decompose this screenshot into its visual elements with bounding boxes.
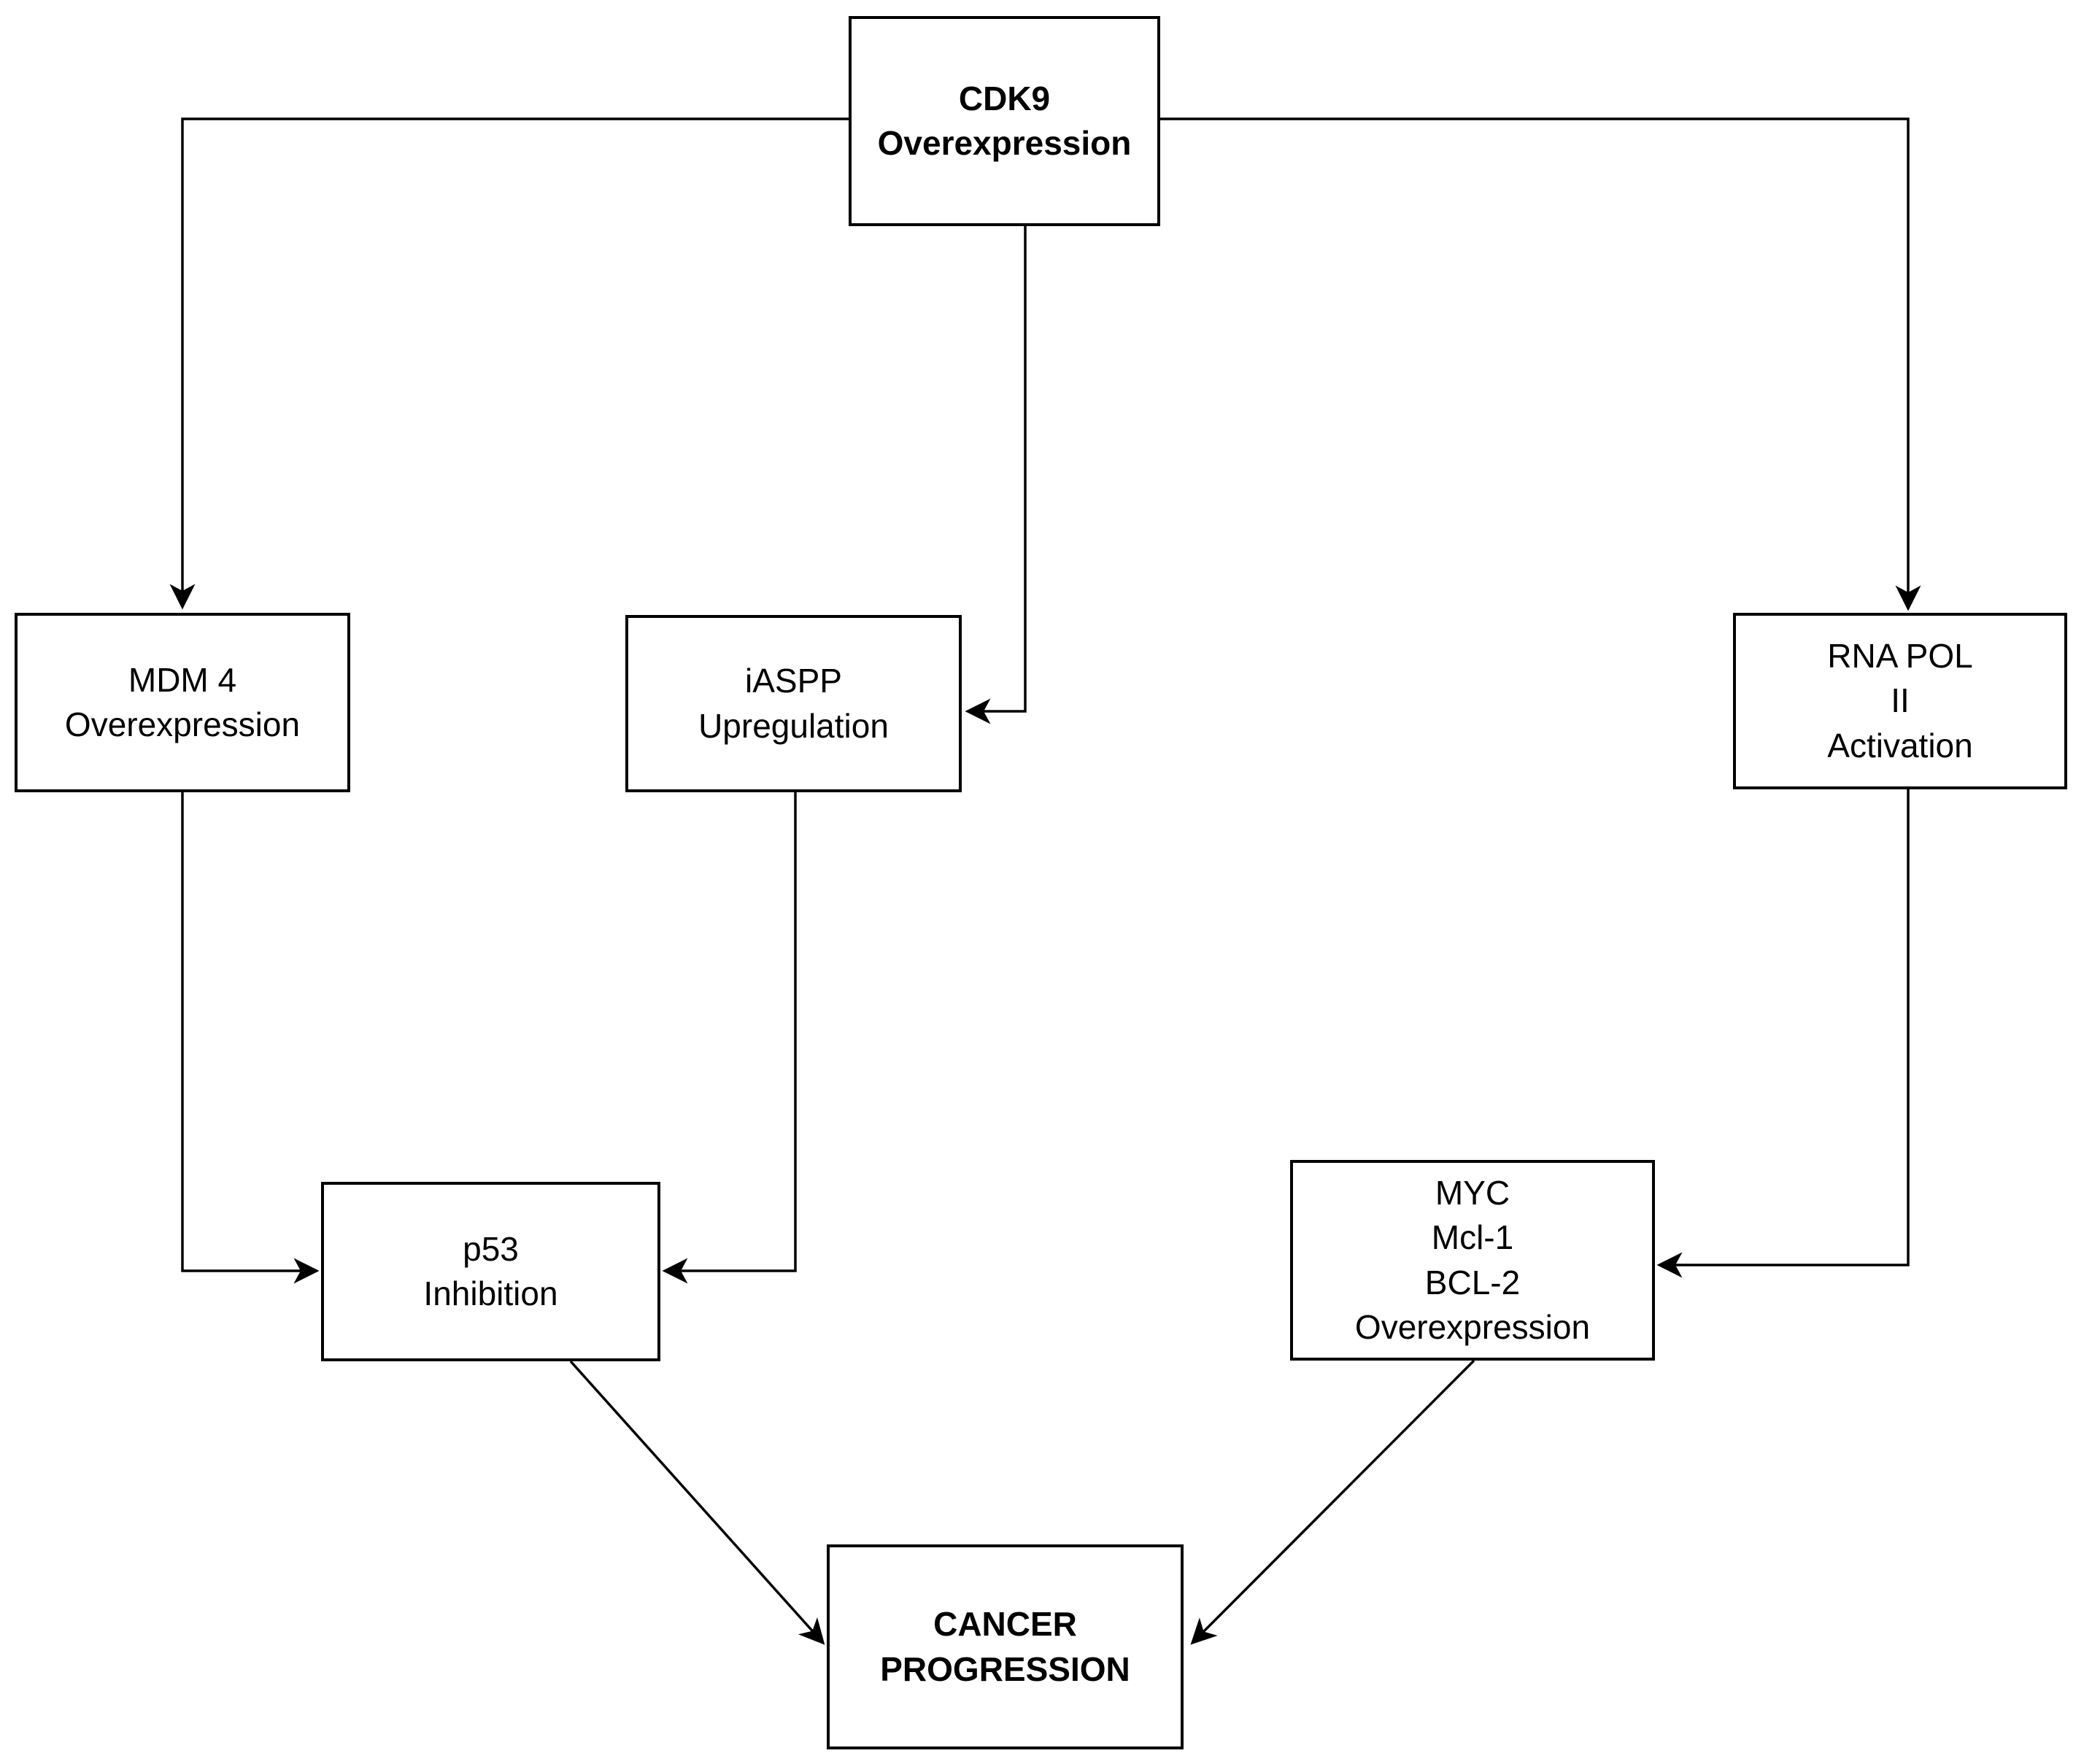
edge-myc-to-cancer-arrow bbox=[1190, 1359, 1475, 1645]
node-mdm4-label: MDM 4 Overexpression bbox=[64, 660, 301, 743]
node-cdk9-overexpression: CDK9 Overexpression bbox=[849, 16, 1160, 226]
node-rnapol2-label: RNA POL II Activation bbox=[1827, 637, 1973, 765]
node-cancer-label: CANCER PROGRESSION bbox=[880, 1605, 1130, 1688]
node-cancer-progression: CANCER PROGRESSION bbox=[827, 1544, 1184, 1749]
node-myc-label: MYC Mcl-1 BCL-2 Overexpression bbox=[1354, 1174, 1591, 1346]
node-iaspp-label: iASPP Upregulation bbox=[698, 662, 889, 745]
edge-rnapol2-to-myc-arrow bbox=[1656, 789, 1910, 1278]
edge-cdk9-to-rnapol2-arrow bbox=[1160, 117, 1921, 611]
edge-cdk9-to-iaspp-arrow bbox=[965, 226, 1027, 724]
edge-cdk9-to-mdm4-arrow bbox=[169, 117, 849, 610]
node-p53-label: p53 Inhibition bbox=[423, 1229, 558, 1312]
node-mdm4-overexpression: MDM 4 Overexpression bbox=[15, 613, 350, 792]
node-iaspp-upregulation: iASPP Upregulation bbox=[625, 615, 962, 792]
edge-p53-to-cancer-arrow bbox=[569, 1360, 825, 1645]
edge-iaspp-to-p53-arrow bbox=[662, 792, 797, 1284]
edge-mdm4-to-p53-arrow bbox=[181, 792, 320, 1284]
node-rna-pol-ii-activation: RNA POL II Activation bbox=[1733, 613, 2067, 789]
node-cdk9-label: CDK9 Overexpression bbox=[877, 79, 1132, 162]
node-p53-inhibition: p53 Inhibition bbox=[321, 1182, 660, 1361]
node-myc-mcl1-bcl2-overexpression: MYC Mcl-1 BCL-2 Overexpression bbox=[1290, 1160, 1655, 1361]
